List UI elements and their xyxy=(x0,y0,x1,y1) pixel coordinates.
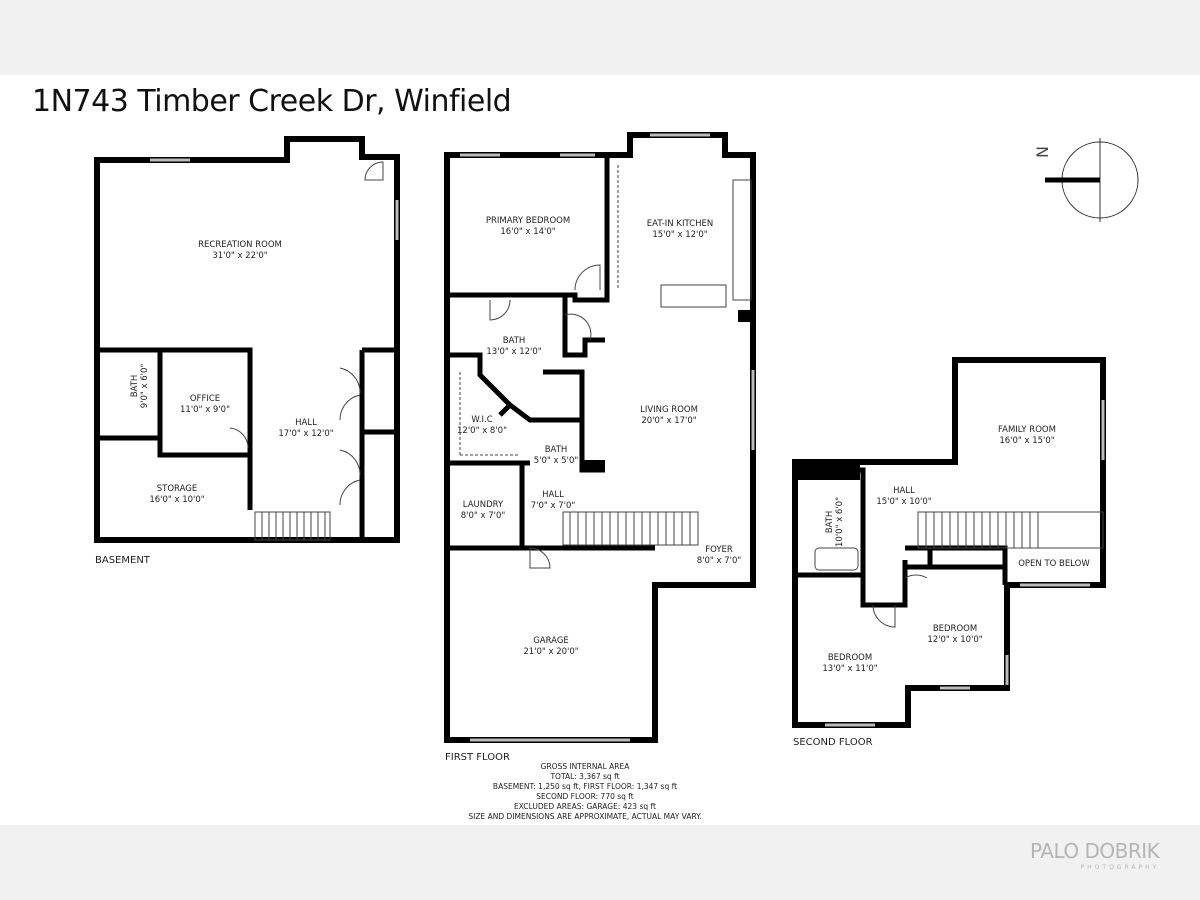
second-floor-plan: FAMILY ROOM 16'0" x 15'0" HALL 15'0" x 1… xyxy=(792,357,1106,748)
room-dims: 20'0" x 17'0" xyxy=(641,416,696,426)
room-name: OFFICE xyxy=(190,394,220,404)
room-dims: 16'0" x 15'0" xyxy=(999,436,1054,446)
basement-plan: RECREATION ROOM 31'0" x 22'0" BATH 9'0" … xyxy=(94,136,400,566)
room-name: HALL xyxy=(542,490,564,500)
room-name: OPEN TO BELOW xyxy=(1018,559,1090,569)
room-dims: 11'0" x 9'0" xyxy=(180,405,230,415)
area-line: TOTAL: 3,367 sq ft xyxy=(549,772,619,781)
room-name: EAT-IN KITCHEN xyxy=(647,219,713,229)
room-dims: 31'0" x 22'0" xyxy=(212,251,267,261)
north-compass-icon: N xyxy=(1033,138,1139,222)
room-dims: 10'0" x 6'0" xyxy=(835,497,845,547)
room-name: BEDROOM xyxy=(933,624,977,634)
room-name: HALL xyxy=(893,486,915,496)
room-dims: 9'0" x 6'0" xyxy=(140,364,150,409)
room-dims: 12'0" x 8'0" xyxy=(457,426,507,436)
room-dims: 15'0" x 10'0" xyxy=(876,497,931,507)
room-name: FAMILY ROOM xyxy=(998,425,1056,435)
room-dims: 16'0" x 10'0" xyxy=(149,495,204,505)
room-dims: 8'0" x 7'0" xyxy=(461,511,506,521)
room-name: GARAGE xyxy=(533,636,569,646)
room-dims: 15'0" x 12'0" xyxy=(652,230,707,240)
logo-sub: PHOTOGRAPHY xyxy=(1080,864,1160,871)
room-name: BATH xyxy=(825,511,835,534)
room-dims: 13'0" x 11'0" xyxy=(822,664,877,674)
property-address-title: 1N743 Timber Creek Dr, Winfield xyxy=(32,84,512,119)
first-floor-stairs xyxy=(562,511,699,546)
logo-main: PALO DOBRIK xyxy=(1030,839,1160,863)
room-name: HALL xyxy=(295,418,317,428)
area-line: EXCLUDED AREAS: GARAGE: 423 sq ft xyxy=(514,802,656,811)
floor-label: SECOND FLOOR xyxy=(793,737,873,748)
room-dims: 17'0" x 12'0" xyxy=(278,429,333,439)
area-line: BASEMENT: 1,250 sq ft, FIRST FLOOR: 1,34… xyxy=(493,782,677,791)
room-dims: 8'0" x 7'0" xyxy=(697,556,742,566)
room-name: BATH xyxy=(545,445,568,455)
room-name: FOYER xyxy=(705,545,733,555)
floor-label: FIRST FLOOR xyxy=(445,752,510,763)
room-name: LIVING ROOM xyxy=(640,405,698,415)
room-dims: 5'0" x 5'0" xyxy=(534,456,579,466)
room-name: RECREATION ROOM xyxy=(198,240,282,250)
room-name: W.I.C xyxy=(471,415,492,425)
room-dims: 16'0" x 14'0" xyxy=(500,227,555,237)
room-dims: 7'0" x 7'0" xyxy=(531,501,576,511)
room-dims: 12'0" x 10'0" xyxy=(927,635,982,645)
area-line: SIZE AND DIMENSIONS ARE APPROXIMATE, ACT… xyxy=(468,812,701,821)
area-summary: GROSS INTERNAL AREA TOTAL: 3,367 sq ft B… xyxy=(468,762,701,821)
room-name: PRIMARY BEDROOM xyxy=(486,216,570,226)
first-floor-plan: PRIMARY BEDROOM 16'0" x 14'0" EAT-IN KIT… xyxy=(444,132,756,763)
second-floor-stairs xyxy=(917,511,1104,549)
room-name: BEDROOM xyxy=(828,653,872,663)
room-name: BATH xyxy=(503,336,526,346)
area-line: GROSS INTERNAL AREA xyxy=(541,762,631,771)
area-line: SECOND FLOOR: 770 sq ft xyxy=(536,792,634,801)
room-name: BATH xyxy=(130,375,140,398)
room-name: LAUNDRY xyxy=(463,500,504,510)
room-dims: 13'0" x 12'0" xyxy=(486,347,541,357)
photographer-logo: PALO DOBRIK PHOTOGRAPHY xyxy=(1030,839,1160,872)
compass-north-label: N xyxy=(1033,146,1052,158)
bottom-band xyxy=(0,825,1200,900)
room-dims: 21'0" x 20'0" xyxy=(523,647,578,657)
basement-stairs xyxy=(254,511,331,541)
room-name: STORAGE xyxy=(157,484,197,494)
floor-label: BASEMENT xyxy=(95,555,151,566)
top-band xyxy=(0,0,1200,75)
